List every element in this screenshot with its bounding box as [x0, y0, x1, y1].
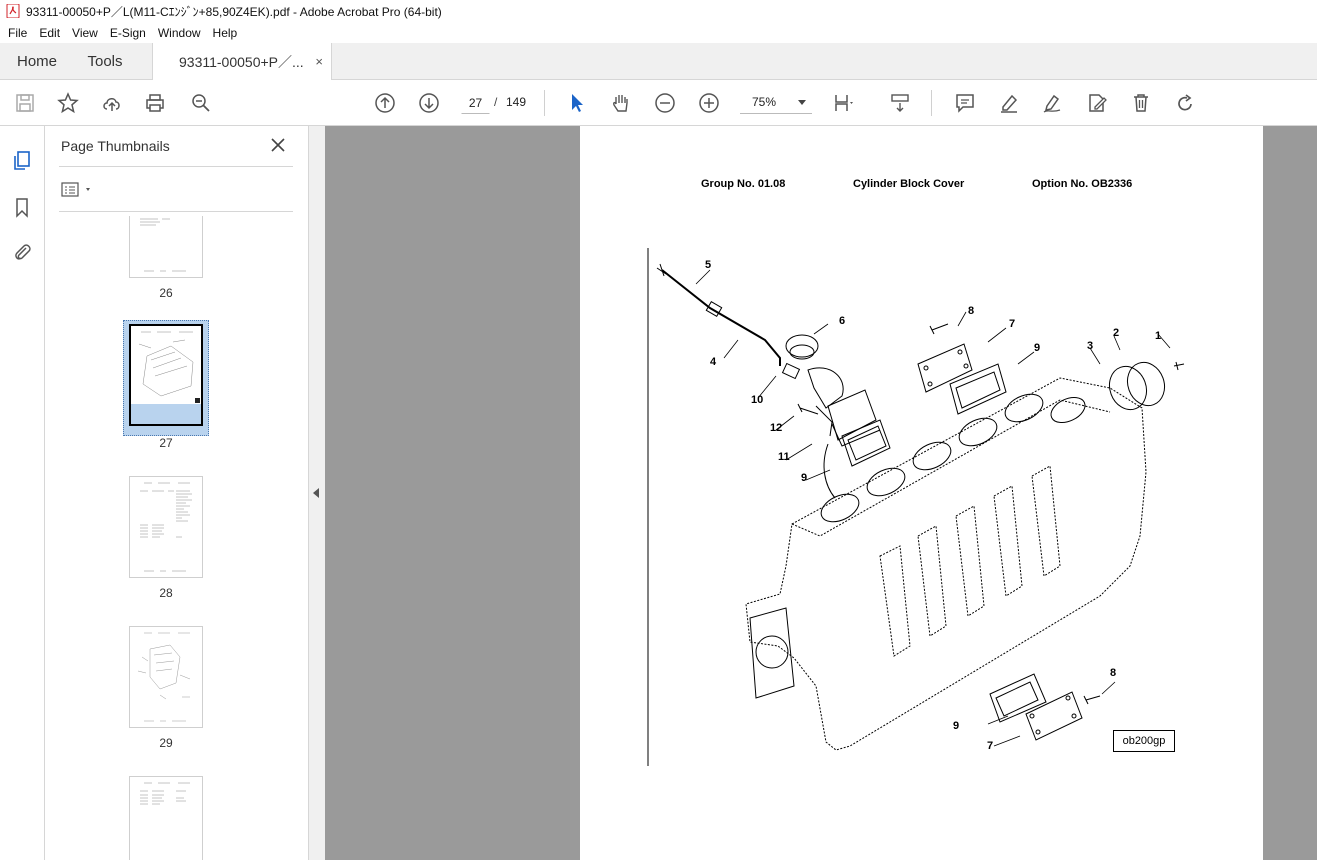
menu-help[interactable]: Help — [212, 25, 238, 40]
callout-label: 2 — [1113, 327, 1120, 339]
group-number: Group No. 01.08 — [701, 178, 786, 190]
menu-edit[interactable]: Edit — [39, 25, 61, 40]
zoom-in-icon[interactable] — [697, 91, 721, 115]
thumbnail-list: 26 27 28 29 — [45, 216, 285, 860]
callout-label: 9 — [801, 472, 808, 484]
panel-splitter[interactable] — [308, 126, 325, 860]
save-icon[interactable] — [13, 91, 37, 115]
thumbnail-page[interactable] — [129, 626, 203, 728]
draw-sign-icon[interactable] — [1040, 91, 1064, 115]
menu-window[interactable]: Window — [157, 25, 201, 40]
select-cursor-icon[interactable] — [565, 91, 589, 115]
callout-label: 8 — [968, 305, 975, 317]
toolbar-divider — [544, 90, 545, 116]
callout-label: 11 — [778, 451, 790, 463]
menu-file[interactable]: File — [8, 25, 28, 40]
thumbnails-panel: Page Thumbnails 26 27 28 29 — [45, 126, 343, 860]
document-canvas: Group No. 01.08 Cylinder Block Cover Opt… — [325, 126, 1317, 860]
hand-tool-icon[interactable] — [609, 91, 633, 115]
total-pages: 149 — [506, 95, 527, 109]
callout-label: 9 — [953, 720, 960, 732]
scroll-mode-icon[interactable] — [888, 91, 912, 115]
zoom-dropdown[interactable]: 75% — [740, 92, 812, 114]
acrobat-app-icon — [6, 4, 20, 18]
panel-divider — [59, 211, 293, 212]
tab-home[interactable]: Home — [16, 53, 57, 70]
callout-label: 10 — [751, 394, 764, 406]
page-heading: Cylinder Block Cover — [853, 178, 965, 190]
callout-label: 12 — [770, 422, 783, 434]
pdf-page: Group No. 01.08 Cylinder Block Cover Opt… — [580, 126, 1263, 860]
page-fit-icon[interactable] — [832, 91, 856, 115]
thumbnail-page[interactable] — [129, 776, 203, 860]
panel-title: Page Thumbnails — [61, 138, 170, 154]
callout-label: 7 — [987, 740, 994, 752]
thumbnail-page[interactable] — [129, 324, 203, 426]
print-icon[interactable] — [143, 91, 167, 115]
zoom-value: 75% — [752, 95, 777, 109]
callout-label: 6 — [839, 315, 846, 327]
main-toolbar: 27 / 149 75% — [0, 80, 1317, 126]
callout-label: 4 — [710, 356, 717, 368]
callout-label: 8 — [1110, 667, 1117, 679]
option-number: Option No. OB2336 — [1032, 178, 1133, 190]
current-page-input[interactable]: 27 — [461, 92, 490, 114]
previous-page-icon[interactable] — [373, 91, 397, 115]
menu-view[interactable]: View — [72, 25, 98, 40]
thumbnail-label: 27 — [159, 436, 173, 450]
bookmark-star-icon[interactable] — [56, 91, 80, 115]
rotate-icon[interactable] — [1173, 91, 1197, 115]
menu-esign[interactable]: E-Sign — [109, 25, 146, 40]
page-thumbnails-icon[interactable] — [10, 148, 34, 172]
thumbnail-options-menu[interactable] — [61, 180, 97, 200]
bookmarks-icon[interactable] — [10, 195, 34, 219]
menu-bar: File Edit View E-Sign Window Help — [0, 22, 1317, 43]
thumbnail-label: 28 — [159, 586, 173, 600]
thumbnail-label: 29 — [159, 736, 173, 750]
upload-cloud-icon[interactable] — [100, 91, 124, 115]
page-separator: / — [494, 95, 498, 109]
comment-icon[interactable] — [953, 91, 977, 115]
zoom-search-icon[interactable] — [189, 91, 213, 115]
exploded-parts-diagram — [647, 248, 1185, 766]
thumbnail-page[interactable] — [129, 476, 203, 578]
figure-reference: ob200gp — [1113, 730, 1175, 752]
callout-label: 7 — [1009, 318, 1016, 330]
callout-label: 9 — [1034, 342, 1041, 354]
zoom-out-icon[interactable] — [653, 91, 677, 115]
tab-tools[interactable]: Tools — [87, 53, 123, 70]
toolbar-divider — [931, 90, 932, 116]
window-title: 93311-00050+P／L(M11-Cｴﾝｼﾞﾝ+85,90Z4EK).pd… — [26, 4, 442, 19]
delete-trash-icon[interactable] — [1129, 91, 1153, 115]
next-page-icon[interactable] — [417, 91, 441, 115]
panel-divider — [59, 166, 293, 167]
close-panel-icon[interactable] — [269, 136, 287, 154]
highlight-pen-icon[interactable] — [997, 91, 1021, 115]
thumbnail-page[interactable] — [129, 216, 203, 278]
close-tab-icon[interactable]: × — [315, 54, 323, 69]
callout-label: 1 — [1155, 330, 1162, 342]
title-bar: 93311-00050+P／L(M11-Cｴﾝｼﾞﾝ+85,90Z4EK).pd… — [0, 0, 1317, 22]
collapse-panel-icon[interactable] — [313, 488, 319, 498]
callout-label: 3 — [1087, 340, 1094, 352]
chevron-down-icon — [798, 100, 806, 105]
tab-document[interactable]: 93311-00050+P／... × — [152, 43, 332, 81]
callout-label: 5 — [705, 259, 712, 271]
left-rail — [0, 126, 45, 860]
tab-bar: Home Tools 93311-00050+P／... × — [0, 43, 1317, 81]
thumbnail-label: 26 — [159, 286, 173, 300]
attachments-icon[interactable] — [10, 240, 34, 264]
tab-document-label: 93311-00050+P／... — [179, 54, 304, 70]
edit-pdf-icon[interactable] — [1085, 91, 1109, 115]
